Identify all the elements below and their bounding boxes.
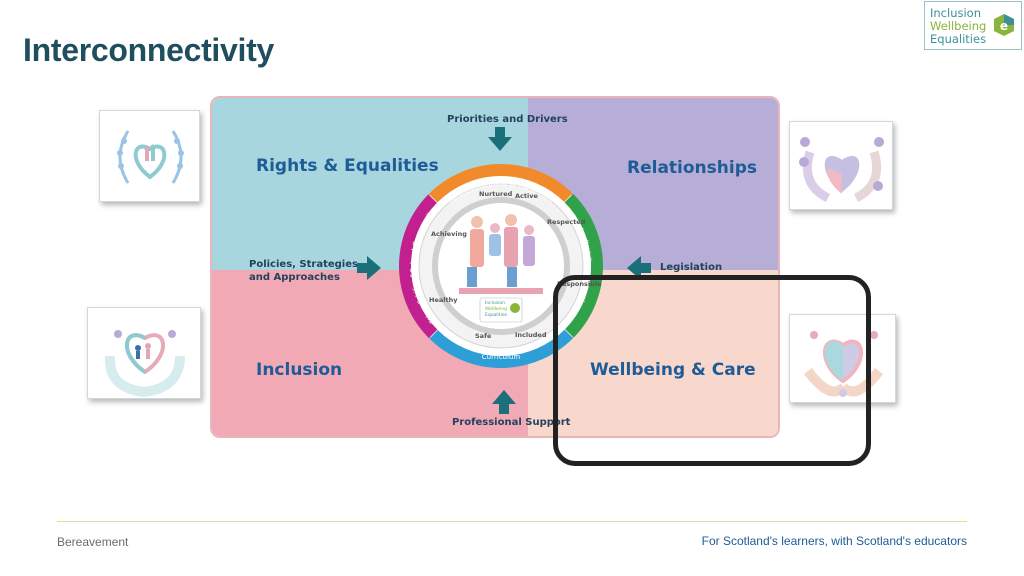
highlight-frame bbox=[553, 275, 871, 466]
wellbeing-wheel: Personalisation & Achievement Ethos & Li… bbox=[399, 164, 603, 368]
family-illustration-icon bbox=[459, 214, 543, 294]
arrow-up-icon bbox=[492, 390, 516, 414]
svg-text:Healthy: Healthy bbox=[429, 296, 458, 304]
heart-laurel-icon bbox=[99, 110, 200, 202]
page-title: Interconnectivity bbox=[23, 32, 274, 68]
svg-text:Nurtured: Nurtured bbox=[479, 190, 513, 198]
relationships-label: Relationships bbox=[627, 158, 757, 178]
svg-text:Responsible: Responsible bbox=[557, 280, 602, 288]
logo-line-3: Equalities bbox=[930, 32, 987, 46]
logo-line-1: Inclusion bbox=[930, 6, 981, 20]
rights-equalities-label: Rights & Equalities bbox=[256, 156, 439, 176]
heart-family-icon bbox=[87, 307, 201, 399]
footer-tagline: For Scotland's learners, with Scotland's… bbox=[701, 534, 967, 548]
footer-section-label: Bereavement bbox=[57, 535, 129, 549]
inclusion-label: Inclusion bbox=[256, 360, 343, 380]
logo-mark-icon: e bbox=[994, 14, 1014, 36]
svg-text:Curriculum: Curriculum bbox=[482, 353, 521, 361]
legislation-label: Legislation bbox=[660, 262, 723, 273]
priorities-drivers-label: Priorities and Drivers bbox=[447, 114, 568, 125]
svg-text:Active: Active bbox=[515, 192, 538, 200]
heart-circles-icon bbox=[789, 121, 893, 210]
interconnectivity-diagram: Rights & Equalities Relationships Inclus… bbox=[210, 96, 780, 438]
svg-text:Equalities: Equalities bbox=[485, 312, 508, 318]
policies-label-line1: Policies, Strategies bbox=[249, 259, 358, 270]
footer-divider bbox=[57, 521, 967, 522]
svg-text:Included: Included bbox=[515, 331, 547, 339]
heart-hands-icon bbox=[789, 314, 896, 403]
svg-text:Safe: Safe bbox=[475, 332, 492, 340]
arrow-right-icon bbox=[357, 256, 381, 280]
svg-text:Respected: Respected bbox=[547, 218, 586, 226]
wellbeing-care-label: Wellbeing & Care bbox=[590, 360, 756, 380]
svg-text:Wellbeing: Wellbeing bbox=[485, 306, 507, 312]
svg-text:Inclusion: Inclusion bbox=[485, 300, 505, 306]
svg-text:Achieving: Achieving bbox=[431, 230, 467, 238]
svg-text:e: e bbox=[1000, 19, 1008, 33]
logo-line-2: Wellbeing bbox=[930, 19, 987, 33]
arrow-down-icon bbox=[488, 127, 512, 151]
arrow-left-icon bbox=[627, 256, 651, 280]
policies-label-line2: and Approaches bbox=[249, 272, 340, 283]
brand-logo: Inclusion Wellbeing Equalities e bbox=[924, 1, 1022, 50]
professional-support-label: Professional Support bbox=[452, 417, 571, 428]
